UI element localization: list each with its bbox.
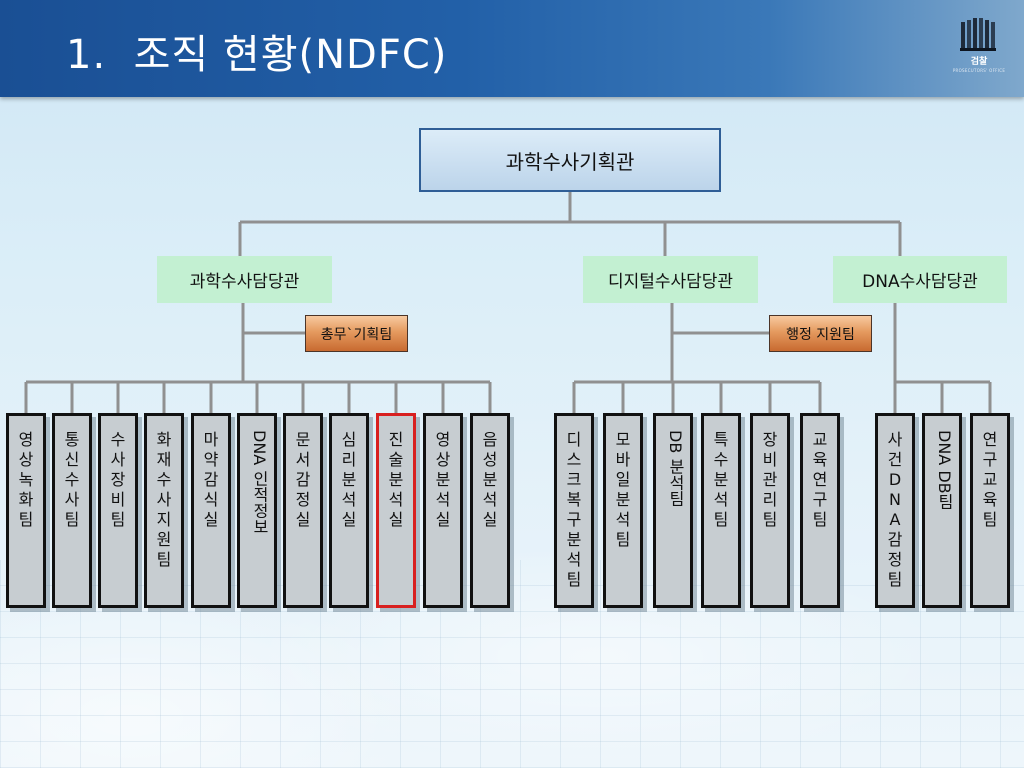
unit-label: DB 분석팀	[666, 430, 685, 507]
logo-text: 검찰	[970, 57, 988, 67]
prosecution-logo: 검찰 PROSECUTORS' OFFICE	[948, 18, 1010, 80]
slide-header: 1. 조직 현황(NDFC) 검찰 PROSECUTORS' OFFICE	[0, 0, 1024, 97]
staff-box-general-planning: 총무`기획팀	[305, 315, 408, 352]
prosecution-logo-icon	[960, 18, 996, 51]
division-box-digital: 디지털수사담당관	[583, 256, 758, 303]
unit-box: DNA 인적정보	[237, 413, 277, 608]
division-box-forensic: 과학수사담당관	[157, 256, 332, 303]
division-box-dna: DNA수사담당관	[833, 256, 1007, 303]
logo-subtext: PROSECUTORS' OFFICE	[952, 68, 1006, 73]
slide-title: 1. 조직 현황(NDFC)	[66, 32, 448, 78]
unit-label: DNA DB팀	[935, 430, 954, 510]
unit-box: DNA DB팀	[922, 413, 962, 608]
unit-box: DB 분석팀	[653, 413, 693, 608]
staff-box-admin-support: 행정 지원팀	[769, 315, 872, 352]
unit-label: DNA 인적정보	[250, 430, 269, 535]
org-top-box: 과학수사기획관	[419, 128, 721, 192]
